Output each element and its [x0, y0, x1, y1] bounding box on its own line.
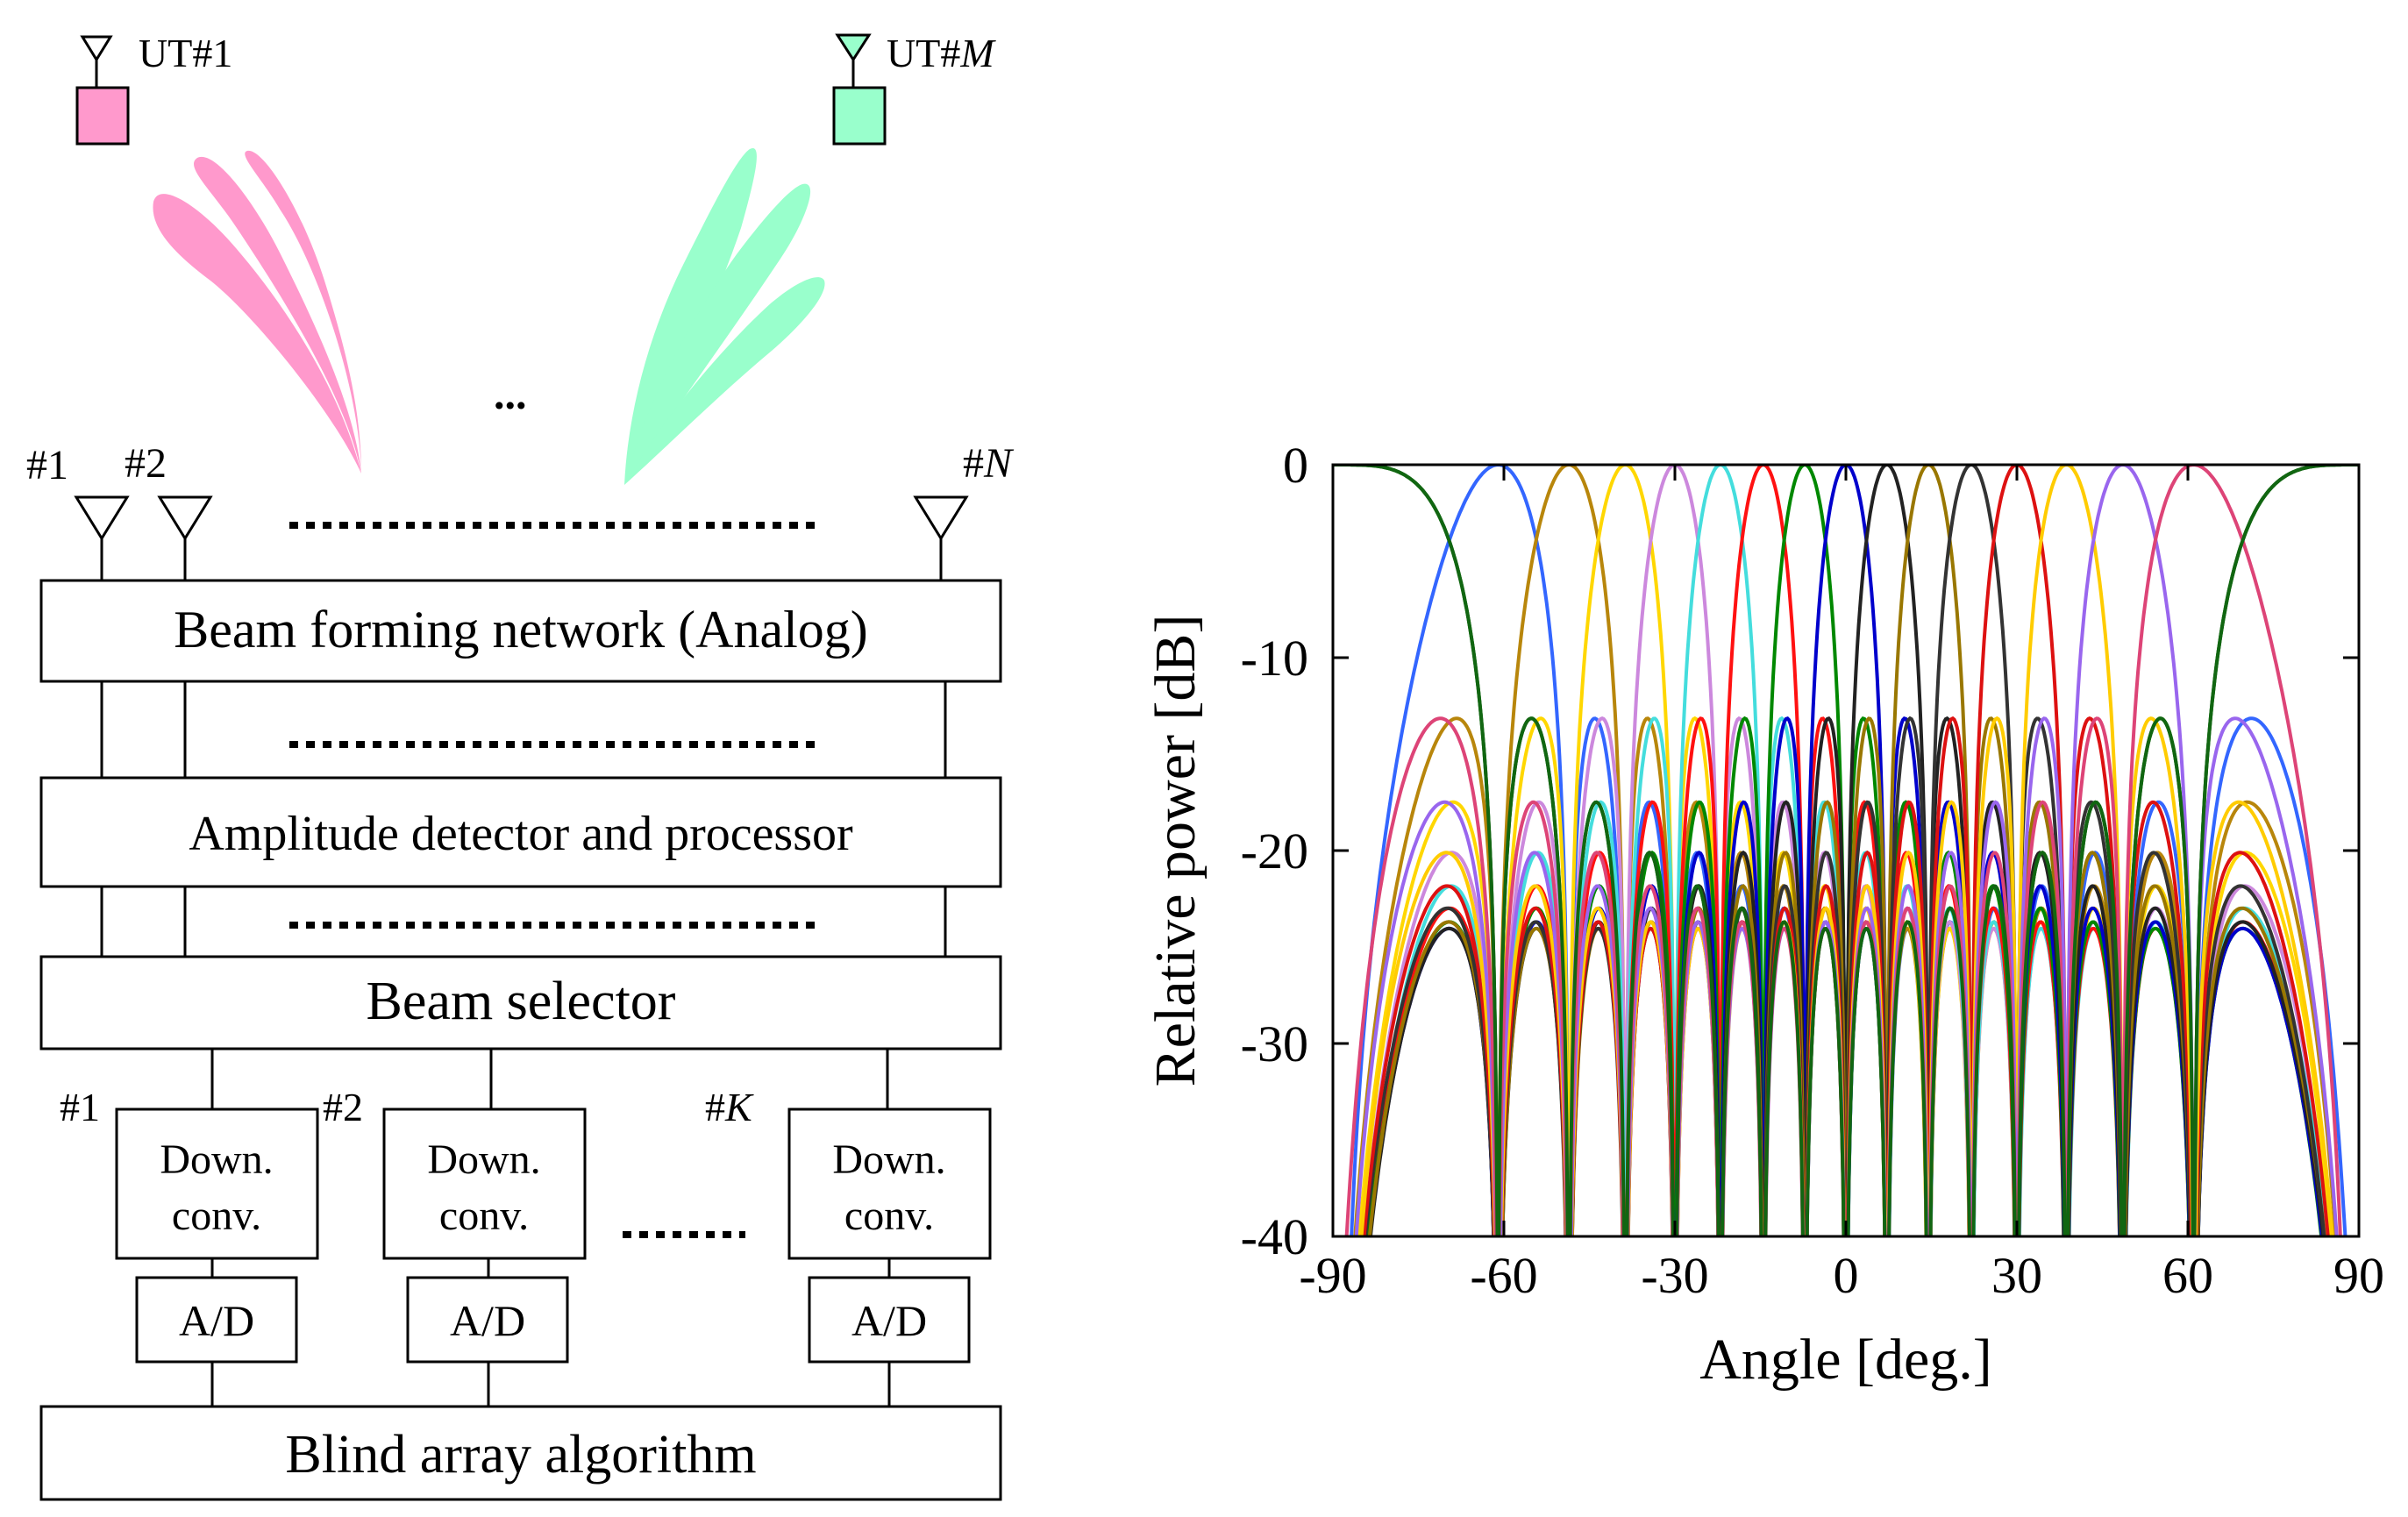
ad-converter-k: A/D — [808, 1276, 971, 1364]
antenna-n-label: #N — [963, 440, 1015, 487]
y-axis-label: Relative power [dB] — [1143, 615, 1208, 1087]
x-tick-label: -30 — [1641, 1247, 1708, 1304]
antenna-n-icon — [913, 495, 969, 541]
down-converter-1-line2: conv. — [172, 1193, 261, 1239]
y-tick-label: -30 — [1241, 1015, 1308, 1072]
antenna-2-label: #2 — [125, 440, 167, 487]
user-terminal-1: UT#1 — [75, 31, 232, 146]
y-tick-label: -40 — [1241, 1208, 1308, 1265]
y-tick-label: -10 — [1241, 630, 1308, 687]
x-tick-label: 0 — [1834, 1247, 1859, 1304]
antenna-2-icon — [157, 495, 213, 541]
axis-ticks — [1331, 463, 2361, 1238]
x-tick-label: 90 — [2333, 1247, 2384, 1304]
ad-converter-2: A/D — [406, 1276, 569, 1364]
beam-forming-network-label: Beam forming network (Analog) — [174, 601, 867, 659]
down-converter-k-line2: conv. — [844, 1193, 934, 1239]
beam-curves — [1333, 465, 2359, 1236]
ad-converter-1: A/D — [135, 1276, 298, 1364]
beam-selector-label: Beam selector — [367, 972, 676, 1031]
beam-ellipsis: ... — [494, 369, 527, 418]
ut1-label: UT#1 — [139, 31, 232, 75]
down-converter-1-line1: Down. — [160, 1136, 273, 1183]
axis-tick-labels: -90 -60 -30 0 30 60 90 0 -10 -20 -30 -40 — [1241, 437, 2384, 1304]
user-terminal-m: UT#M — [832, 31, 996, 146]
blind-array-algorithm-label: Blind array algorithm — [285, 1425, 756, 1485]
x-tick-label: 60 — [2162, 1247, 2213, 1304]
port-k-label: #K — [705, 1085, 754, 1129]
ad-converter-2-label: A/D — [450, 1296, 525, 1345]
ad-converter-1-label: A/D — [179, 1296, 254, 1345]
beam-forming-network-box — [39, 579, 1002, 683]
amplitude-detector-box — [39, 776, 1002, 888]
antenna-1-icon — [74, 495, 130, 541]
down-converter-2: Down. conv. — [382, 1107, 587, 1260]
ut1-antenna-icon — [80, 35, 113, 62]
ut1-terminal-box — [75, 86, 130, 146]
utm-antenna-icon — [835, 33, 872, 62]
x-tick-label: 30 — [1991, 1247, 2042, 1304]
down-converter-k: Down. conv. — [787, 1107, 992, 1260]
beam-pattern-chart: -90 -60 -30 0 30 60 90 0 -10 -20 -30 -40 Angle [deg… — [1143, 437, 2384, 1392]
y-tick-label: 0 — [1283, 437, 1308, 494]
ad-converter-k-label: A/D — [851, 1296, 927, 1345]
down-converter-2-line2: conv. — [439, 1193, 529, 1239]
down-converter-k-line1: Down. — [832, 1136, 945, 1183]
x-tick-label: -90 — [1299, 1247, 1366, 1304]
utm-terminal-box — [832, 86, 887, 146]
port-2-label: #2 — [323, 1085, 363, 1129]
beam-curve — [1333, 465, 2359, 1236]
y-tick-label: -20 — [1241, 823, 1308, 880]
port-1-label: #1 — [60, 1085, 100, 1129]
x-tick-label: -60 — [1470, 1247, 1537, 1304]
block-diagram: UT#1 UT#M ... #1 #2 #N — [26, 31, 1015, 1501]
amplitude-detector-label: Amplitude detector and processor — [189, 807, 853, 861]
blind-array-algorithm-box — [39, 1405, 1002, 1501]
beam-lobes-ut1 — [153, 150, 361, 474]
beam-selector-box — [39, 955, 1002, 1051]
utm-label: UT#M — [887, 31, 996, 75]
x-axis-label: Angle [deg.] — [1699, 1328, 1992, 1392]
beam-lobes-utm — [624, 147, 825, 485]
down-converter-2-line1: Down. — [427, 1136, 540, 1183]
down-converter-1: Down. conv. — [115, 1107, 319, 1260]
antenna-1-label: #1 — [26, 442, 68, 488]
